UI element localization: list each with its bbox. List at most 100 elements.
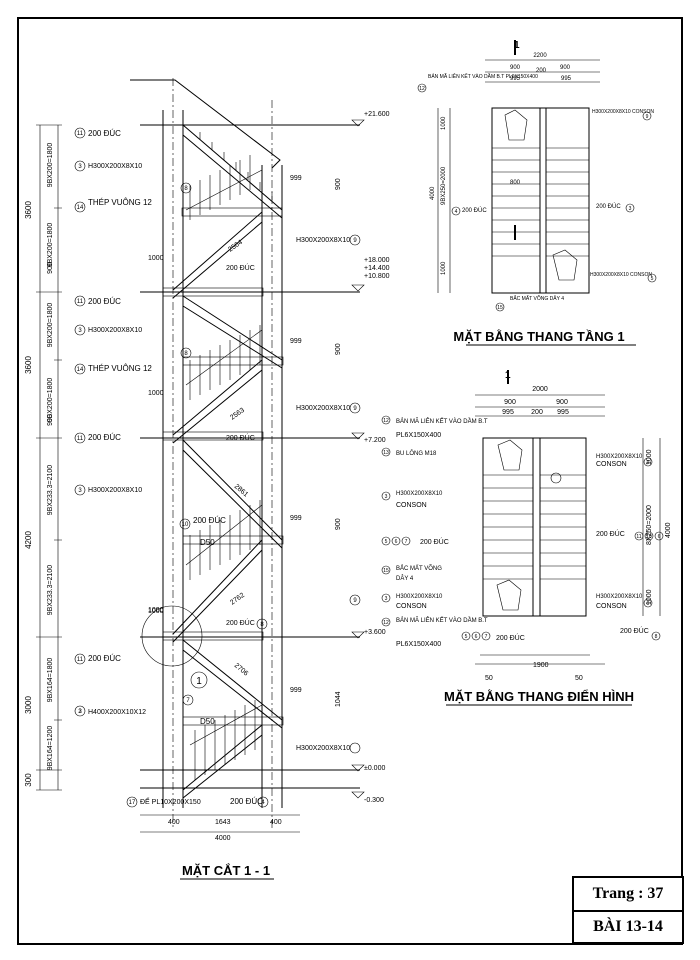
dim-text: 900 (560, 65, 571, 71)
sheet-border (17, 17, 683, 945)
plan-1-drawing (437, 40, 600, 294)
dim-text: 1000 (148, 607, 164, 614)
dim-text: 50 (575, 675, 583, 682)
dim-text: 4000 (430, 186, 436, 200)
tag-text: 200 ĐÚC (88, 654, 121, 663)
page-number: Trang : 37 (592, 885, 664, 902)
dim-text: 4000 (215, 835, 231, 842)
callout-number: 17 (129, 800, 136, 806)
callout-number: 9 (647, 460, 650, 466)
callout-number: 8 (184, 351, 188, 357)
tag-text: 200 ĐÚC (226, 618, 255, 627)
plan-label: BẢN MÃ LIÊN KẾT VÀO DẦM B.T (396, 616, 488, 624)
dim-text: 3600 (24, 356, 33, 374)
dim-text: 50 (485, 675, 493, 682)
plan-label: H300X200X8X10 CONSON (592, 109, 654, 115)
tag-text: 200 ĐÚC (230, 797, 263, 806)
plan-label: CONSON (596, 461, 627, 468)
plan-label: BẮC MẤT VÕNG (396, 564, 442, 572)
callout-number: 8 (184, 186, 188, 192)
callout-number: 12 (419, 86, 425, 92)
dim-text: 9BX164=1200 (47, 726, 54, 771)
callout-number: 11 (77, 131, 84, 137)
callout-number: 3 (385, 494, 388, 500)
elevation-text: ±0.000 (364, 765, 385, 772)
plan-label: H300X200X8X10 (596, 454, 643, 460)
plan-label: PL6X150X400 (396, 432, 441, 439)
callout-number: 7 (186, 698, 190, 704)
dim-text: 2564 (227, 239, 244, 254)
dim-text: 2000 (532, 386, 548, 393)
tag-text: H300X200X8X10 (88, 163, 142, 170)
callout-number: 2 (78, 709, 82, 715)
dim-text: 2861 (233, 483, 250, 498)
dim-text: 900 (47, 262, 54, 274)
tag-text: 200 ĐÚC (226, 263, 255, 272)
tag-text: ĐẾ PL10X200X150 (140, 796, 201, 806)
dim-text: 999 (290, 515, 302, 522)
plan-label: H300X200X8X10 (596, 594, 643, 600)
dim-text: 900 (335, 178, 342, 190)
tag-text: THÉP VUÔNG 12 (88, 198, 152, 207)
dim-text: 1000 (646, 589, 653, 605)
callout-number: 15 (497, 305, 503, 311)
callout-number: 8 (655, 634, 658, 640)
callout-number: 3 (78, 488, 82, 494)
callout-number: 15 (383, 568, 389, 574)
dim-text: 900 (510, 65, 521, 71)
dim-text: 995 (557, 409, 569, 416)
plan-label: 200 ĐÚC (596, 529, 625, 538)
dim-text: 4200 (24, 531, 33, 549)
dim-text: 9BX200=1800 (47, 223, 54, 268)
callout-number: 11 (77, 657, 84, 663)
callout-number: 13 (383, 450, 389, 456)
dim-text: 900 (504, 399, 516, 406)
callout-number: 4 (261, 800, 265, 806)
elevation-text: -0.300 (364, 797, 384, 804)
dim-text: 3000 (24, 696, 33, 714)
dim-text: 9BX250=2000 (441, 166, 447, 205)
dim-text: 995 (502, 409, 514, 416)
tag-text: 200 ĐÚC (226, 433, 255, 442)
tag-text: 200 ĐÚC (193, 516, 226, 525)
callout-number: 3 (385, 596, 388, 602)
callout-number: 10 (646, 534, 652, 540)
dim-text: 1000 (646, 449, 653, 465)
dim-text: 200 (531, 409, 543, 416)
callout-number: 11 (636, 534, 641, 540)
callout-number: 10 (182, 522, 189, 528)
elevation-text: +7.200 (364, 437, 386, 444)
tag-text: 200 ĐÚC (88, 297, 121, 306)
section-mark: 1 (505, 370, 511, 381)
dim-text: 9BX233.3=2100 (47, 465, 54, 516)
section-title: MẶT CẮT 1 - 1 (182, 863, 270, 878)
dim-text: 900 (556, 399, 568, 406)
plan-label: 200 ĐÚC (420, 537, 449, 546)
dim-text: 900 (47, 414, 54, 426)
callout-number: 9 (647, 601, 650, 607)
elevation-text: +14.400 (364, 265, 390, 272)
dim-text: 9BX200=1800 (47, 378, 54, 423)
tag-text: H300X200X8X10 (88, 487, 142, 494)
plan-label: BẢN MÃ LIÊN KẾT VÀO DẦM B.T (396, 417, 488, 425)
section-1-1-drawing: 1 (36, 78, 360, 833)
plan-label: H300X200X8X10 (396, 491, 443, 497)
plan-label: BẮC MẤT VÕNG DÂY 4 (510, 294, 564, 302)
dim-text: 400 (168, 819, 180, 826)
plan-label: BU LÔNG M18 (396, 450, 437, 457)
dim-text: 999 (290, 175, 302, 182)
plan-2-title: MẶT BẰNG THANG ĐIỂN HÌNH (444, 689, 634, 704)
dim-text: 300 (24, 773, 33, 787)
plan-label: CONSON (396, 603, 427, 610)
dim-text: 2563 (229, 407, 246, 422)
tag-text: H300X200X8X10 (88, 327, 142, 334)
plan-label: 200 ĐÚC (462, 207, 487, 214)
plan-label: 200 ĐÚC (596, 203, 621, 210)
tag-text: 200 ĐÚC (88, 129, 121, 138)
tag-text: H300X200X8X10 (296, 237, 350, 244)
tag-text: D50 (200, 538, 215, 547)
callout-number: 5 (651, 276, 654, 282)
plan-label: BẢN MÃ LIÊN KẾT VÀO DẦM B.T PL6X150X400 (428, 72, 538, 80)
lesson-label: BÀI 13-14 (574, 910, 682, 942)
